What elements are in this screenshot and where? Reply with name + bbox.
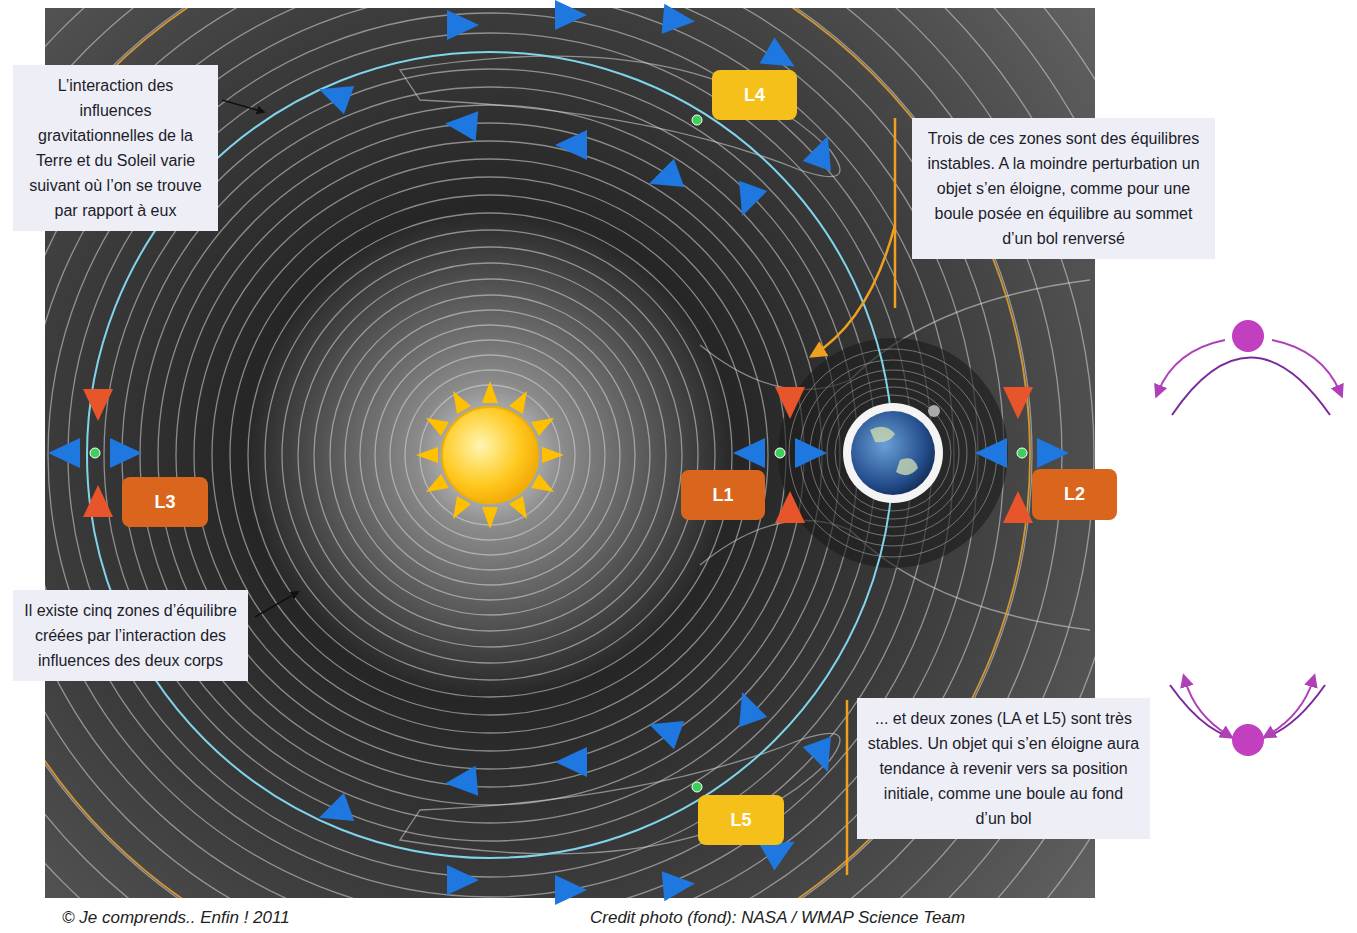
point-name: L3	[154, 492, 175, 513]
credit-note: Credit photo (fond): NASA / WMAP Science…	[590, 908, 965, 928]
info-callout: Il existe cinq zones d’équilibre créées …	[13, 590, 248, 681]
callout-text: Il existe cinq zones d’équilibre créées …	[23, 598, 238, 673]
info-callout: L’interaction des influences gravitation…	[13, 65, 218, 231]
info-callout: ... et deux zones (LA et L5) sont très s…	[857, 698, 1150, 839]
callout-text: Trois de ces zones sont des équilibres i…	[922, 126, 1205, 251]
credit-note: © Je comprends.. Enfin ! 2011	[62, 908, 290, 928]
point-name: L5	[730, 810, 751, 831]
lagrange-point-label: L5	[698, 795, 784, 845]
lagrange-point-label: L4	[712, 70, 797, 120]
callout-text: ... et deux zones (LA et L5) sont très s…	[867, 706, 1140, 831]
lagrange-point-label: L1	[681, 470, 765, 520]
callout-text: L’interaction des influences gravitation…	[23, 73, 208, 223]
lagrange-point-label: L2	[1032, 469, 1117, 520]
point-name: L1	[712, 485, 733, 506]
point-name: L4	[744, 85, 765, 106]
lagrange-point-label: L3	[122, 477, 208, 527]
info-callout: Trois de ces zones sont des équilibres i…	[912, 118, 1215, 259]
point-name: L2	[1064, 484, 1085, 505]
